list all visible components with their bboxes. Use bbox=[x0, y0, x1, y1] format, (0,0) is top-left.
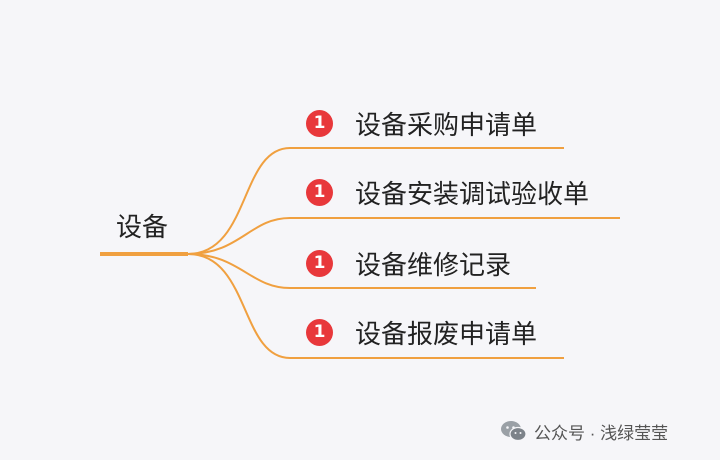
branch-node: 1 设备报废申请单 bbox=[306, 312, 537, 352]
connector-1 bbox=[187, 147, 564, 255]
branch-node: 1 设备采购申请单 bbox=[306, 103, 537, 143]
branch-label: 设备安装调试验收单 bbox=[355, 178, 590, 209]
branch-label: 设备报废申请单 bbox=[355, 318, 538, 349]
priority-1-badge: 1 bbox=[306, 109, 333, 137]
root-node-label: 设备 bbox=[116, 212, 169, 242]
branch-label: 设备维修记录 bbox=[355, 249, 512, 280]
watermark: 公众号 · 浅绿莹莹 bbox=[500, 418, 668, 444]
watermark-text: 公众号 · 浅绿莹莹 bbox=[534, 423, 669, 443]
branch-node: 1 设备维修记录 bbox=[306, 243, 511, 283]
wechat-icon bbox=[501, 421, 527, 442]
connector-2 bbox=[187, 217, 620, 255]
connector-4 bbox=[187, 253, 564, 359]
connector-3 bbox=[187, 253, 536, 289]
priority-1-badge: 1 bbox=[306, 318, 333, 346]
branch-node: 1 设备安装调试验收单 bbox=[306, 172, 589, 212]
priority-1-badge: 1 bbox=[306, 249, 333, 277]
priority-1-badge: 1 bbox=[306, 178, 333, 206]
branch-label: 设备采购申请单 bbox=[355, 109, 538, 140]
